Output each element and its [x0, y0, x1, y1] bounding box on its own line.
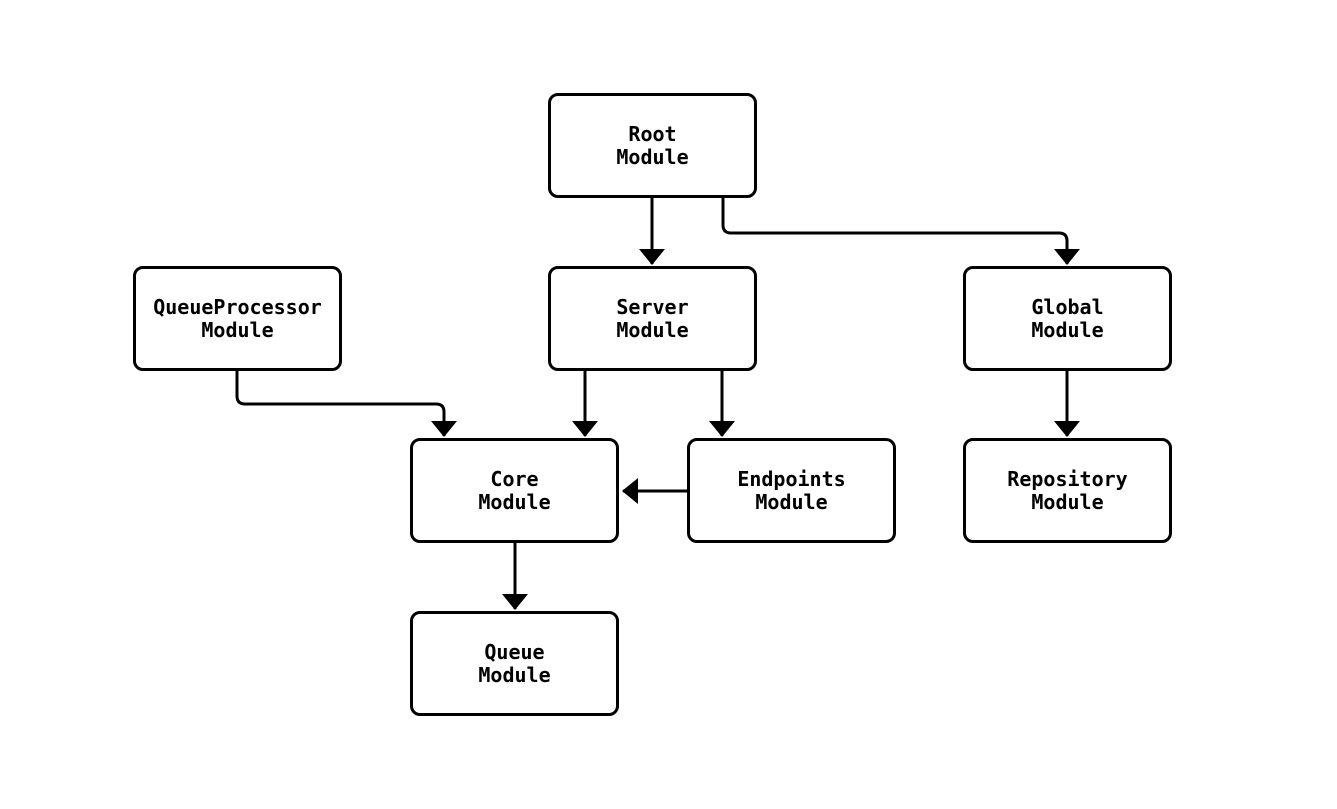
node-repository-module: Repository Module	[963, 438, 1172, 543]
node-server-module: Server Module	[548, 266, 757, 371]
edge-root-to-global	[721, 198, 1080, 265]
node-root-module: Root Module	[548, 93, 757, 198]
node-endpoints-module: Endpoints Module	[687, 438, 896, 543]
node-core-module: Core Module	[410, 438, 619, 543]
edge-queueprocessor-to-core	[235, 371, 457, 437]
node-queue-module: Queue Module	[410, 611, 619, 716]
node-global-module: Global Module	[963, 266, 1172, 371]
node-queueprocessor-module: QueueProcessor Module	[133, 266, 342, 371]
